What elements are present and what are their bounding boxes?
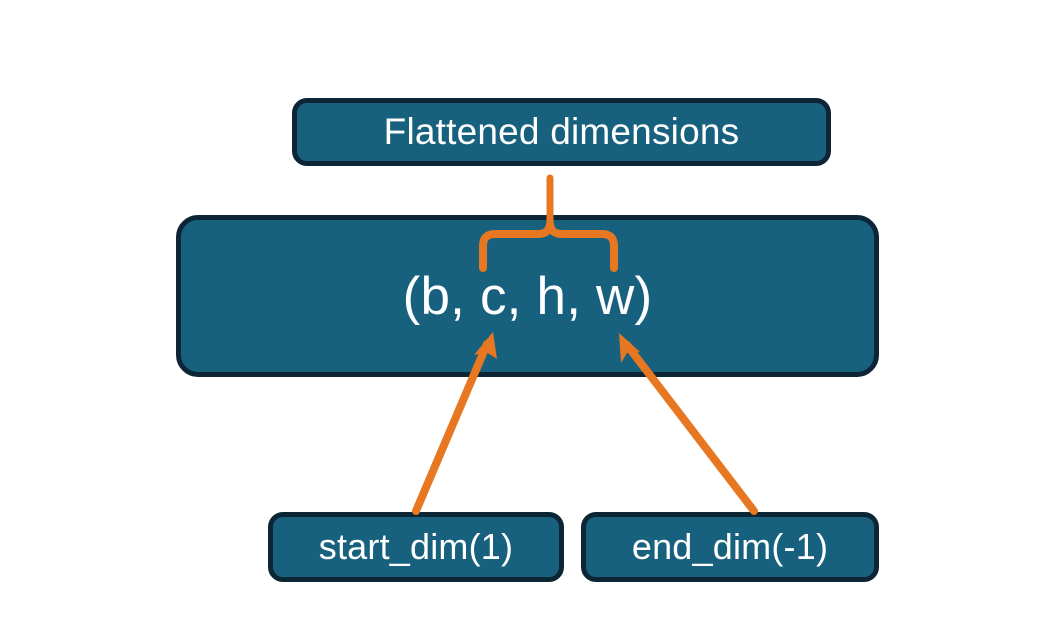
end-dim-label: end_dim(-1) bbox=[631, 526, 829, 567]
tensor-shape-label: (b, c, h, w) bbox=[402, 266, 653, 326]
flattened-dimensions-label: Flattened dimensions bbox=[383, 111, 740, 152]
flattened-dimensions-node[interactable]: Flattened dimensions bbox=[292, 98, 831, 166]
end-dim-node[interactable]: end_dim(-1) bbox=[581, 512, 879, 582]
start-dim-label: start_dim(1) bbox=[318, 526, 514, 567]
start-dim-node[interactable]: start_dim(1) bbox=[268, 512, 564, 582]
tensor-shape-node[interactable]: (b, c, h, w) bbox=[176, 215, 879, 377]
